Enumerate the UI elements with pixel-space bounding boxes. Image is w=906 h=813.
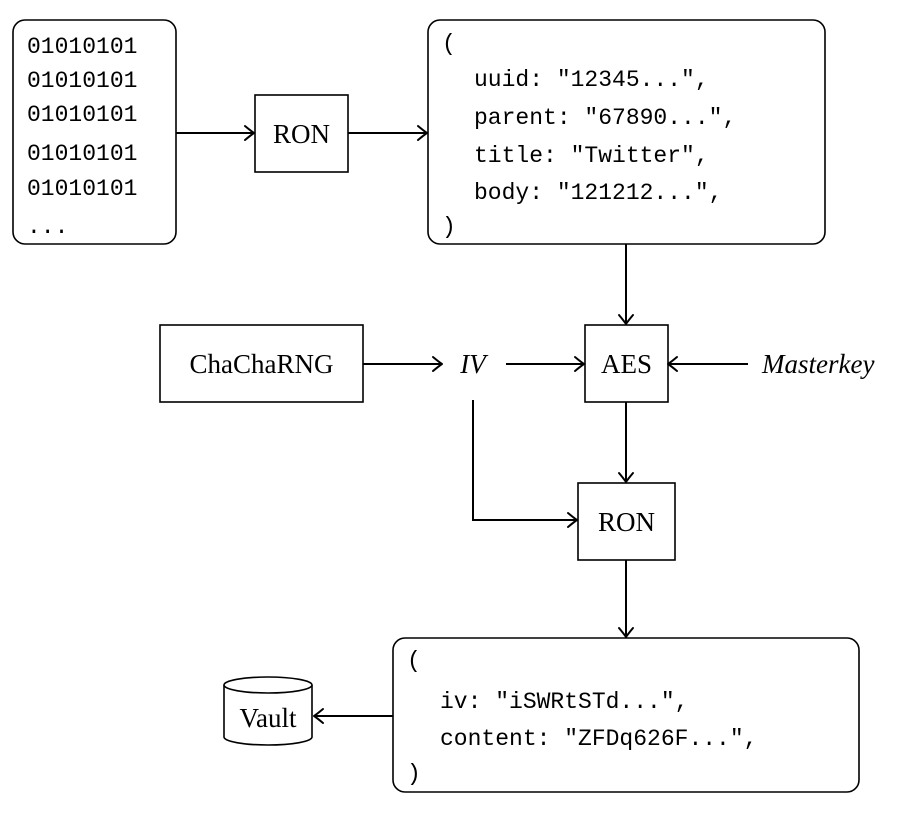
binary-line-1: 01010101 [27,34,137,60]
aes-box: AES [584,324,669,403]
plaintext-ron-box: ( uuid: "12345...", parent: "67890...", … [427,19,826,245]
vault-label: Vault [240,703,297,733]
arrow-masterkey-to-aes [667,356,748,372]
plaintext-close-paren: ) [442,214,456,240]
ron-bottom-box: RON [577,482,676,561]
ron-bottom-label: RON [598,507,655,537]
ron-top-label: RON [273,119,330,149]
arrow-plaintext-to-aes [618,244,634,325]
vault-database-icon: Vault [223,676,313,746]
arrow-binary-to-ron [176,125,255,141]
arrow-aes-to-ron [618,402,634,483]
binary-line-2: 01010101 [27,68,137,94]
arrow-ron-to-plaintext [348,125,428,141]
arrow-iv-to-ron [472,400,578,528]
arrow-encrypted-to-vault [313,708,393,724]
aes-label: AES [601,349,652,379]
arrow-chacharng-to-iv [363,356,443,372]
plaintext-field-title: title: "Twitter", [474,143,709,169]
masterkey-label: Masterkey [761,349,874,379]
plaintext-open-paren: ( [442,31,456,57]
encrypted-field-iv: iv: "iSWRtSTd...", [440,689,688,715]
encrypted-field-content: content: "ZFDq626F...", [440,726,757,752]
plaintext-field-uuid: uuid: "12345...", [474,67,709,93]
binary-data-box: 01010101 01010101 01010101 01010101 0101… [12,19,177,245]
arrow-iv-to-aes [506,356,585,372]
encrypted-close-paren: ) [407,761,421,787]
chacharng-box: ChaChaRNG [159,324,364,403]
arrow-ron-to-encrypted [618,560,634,638]
binary-line-3: 01010101 [27,102,137,128]
binary-line-ellipsis: ... [27,214,68,240]
encrypted-open-paren: ( [407,648,421,674]
ron-top-box: RON [254,94,349,173]
binary-line-5: 01010101 [27,176,137,202]
binary-line-4: 01010101 [27,141,137,167]
chacharng-label: ChaChaRNG [190,349,334,379]
plaintext-field-body: body: "121212...", [474,180,722,206]
plaintext-field-parent: parent: "67890...", [474,105,736,131]
iv-label: IV [459,349,489,379]
encrypted-ron-box: ( iv: "iSWRtSTd...", content: "ZFDq626F.… [392,637,860,793]
